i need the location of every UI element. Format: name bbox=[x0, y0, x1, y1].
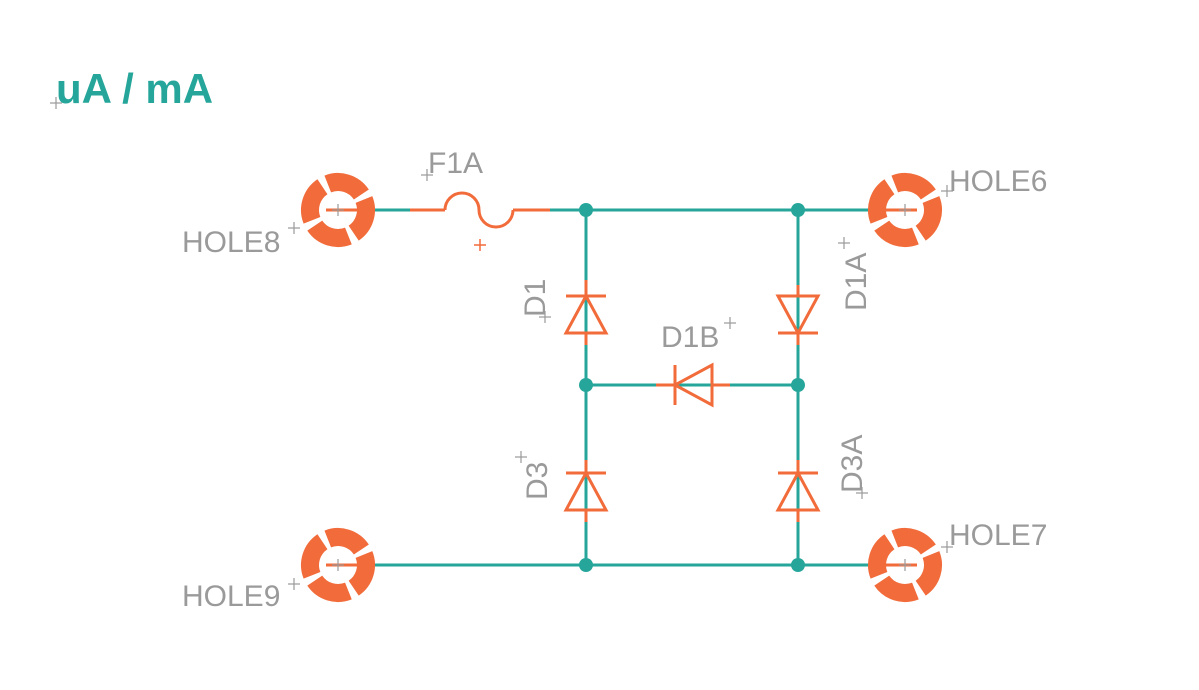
hole6-symbol[interactable] bbox=[868, 174, 941, 247]
diode-d1-label: D1 bbox=[519, 279, 552, 317]
junction-dot bbox=[791, 203, 805, 217]
diode-d1a-label: D1A bbox=[840, 253, 873, 311]
junction-dot bbox=[791, 558, 805, 572]
junction-dot bbox=[579, 203, 593, 217]
hole8-origin-cross bbox=[287, 221, 301, 235]
diode-d3-label: D3 bbox=[521, 462, 554, 500]
diode-d1b-origin-cross bbox=[723, 316, 737, 330]
diode-d1-symbol[interactable] bbox=[563, 280, 609, 345]
diode-d3-symbol[interactable] bbox=[563, 460, 609, 522]
diode-d1a-origin-cross bbox=[837, 236, 851, 250]
fuse-origin-plus bbox=[474, 239, 486, 251]
hole7-symbol[interactable] bbox=[868, 529, 941, 602]
junction-dot bbox=[791, 378, 805, 392]
diode-d1a-symbol[interactable] bbox=[775, 285, 821, 345]
hole7-label: HOLE7 bbox=[949, 519, 1047, 552]
fuse-label: F1A bbox=[428, 147, 483, 180]
junction-dots bbox=[579, 203, 805, 572]
hole6-label: HOLE6 bbox=[949, 165, 1047, 198]
diode-d3a-symbol[interactable] bbox=[775, 460, 821, 522]
diode-d1b-symbol[interactable] bbox=[656, 362, 730, 408]
hole8-label: HOLE8 bbox=[182, 226, 280, 259]
junction-dot bbox=[579, 378, 593, 392]
diode-d3a-label: D3A bbox=[836, 435, 869, 493]
hole9-symbol[interactable] bbox=[302, 529, 375, 602]
hole9-origin-cross bbox=[287, 577, 301, 591]
diode-d3-origin-cross bbox=[514, 450, 528, 464]
schematic-title: uA / mA bbox=[56, 65, 213, 112]
hole8-symbol[interactable] bbox=[302, 174, 375, 247]
hole9-label: HOLE9 bbox=[182, 580, 280, 613]
fuse-symbol[interactable] bbox=[410, 191, 550, 229]
diode-d1b-label: D1B bbox=[661, 321, 719, 354]
junction-dot bbox=[579, 558, 593, 572]
